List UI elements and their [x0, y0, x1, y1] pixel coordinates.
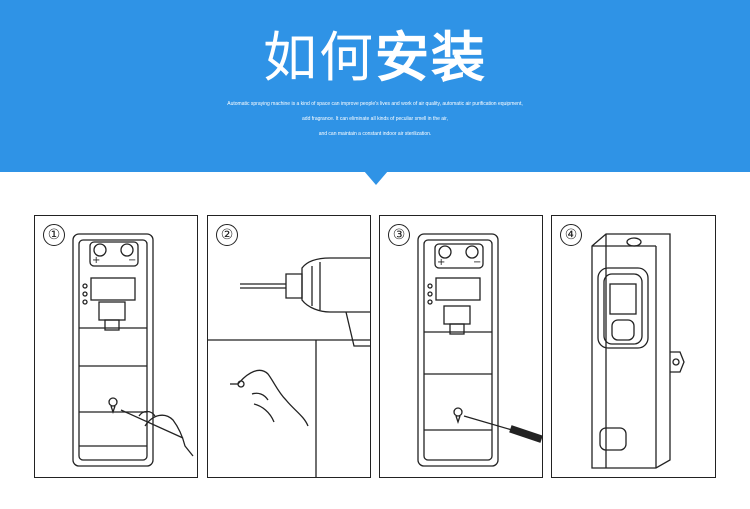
step-1-number: ①	[43, 224, 65, 246]
step-3-number: ③	[388, 224, 410, 246]
subtitle-line-2: add fragrance. It can eliminate all kind…	[302, 116, 448, 122]
step-2-illustration	[208, 257, 370, 477]
svg-text:+: +	[92, 255, 100, 266]
subtitle-line-3: and can maintain a constant indoor air s…	[318, 131, 432, 137]
step-1-illustration: + −	[72, 233, 194, 467]
page-title: 如何安装	[0, 26, 750, 90]
header-banner: 如何安装 Automatic spraying machine is a kin…	[0, 0, 750, 172]
step-4-number: ④	[560, 224, 582, 246]
title-part-bold: 安装	[375, 26, 487, 89]
subtitle-line-1: Automatic spraying machine is a kind of …	[227, 101, 523, 107]
step-2-panel: ②	[207, 215, 371, 478]
svg-text:−: −	[128, 255, 136, 266]
step-4-panel: ④	[551, 215, 716, 478]
step-4-illustration	[591, 233, 685, 469]
svg-text:−: −	[473, 257, 481, 268]
title-part-light: 如何	[263, 26, 375, 89]
step-3-illustration: + −	[417, 233, 542, 467]
step-3-panel: ③ + −	[379, 215, 543, 478]
svg-text:+: +	[437, 257, 445, 268]
step-2-number: ②	[216, 224, 238, 246]
banner-pointer	[364, 171, 388, 185]
step-1-panel: ① + −	[34, 215, 198, 478]
